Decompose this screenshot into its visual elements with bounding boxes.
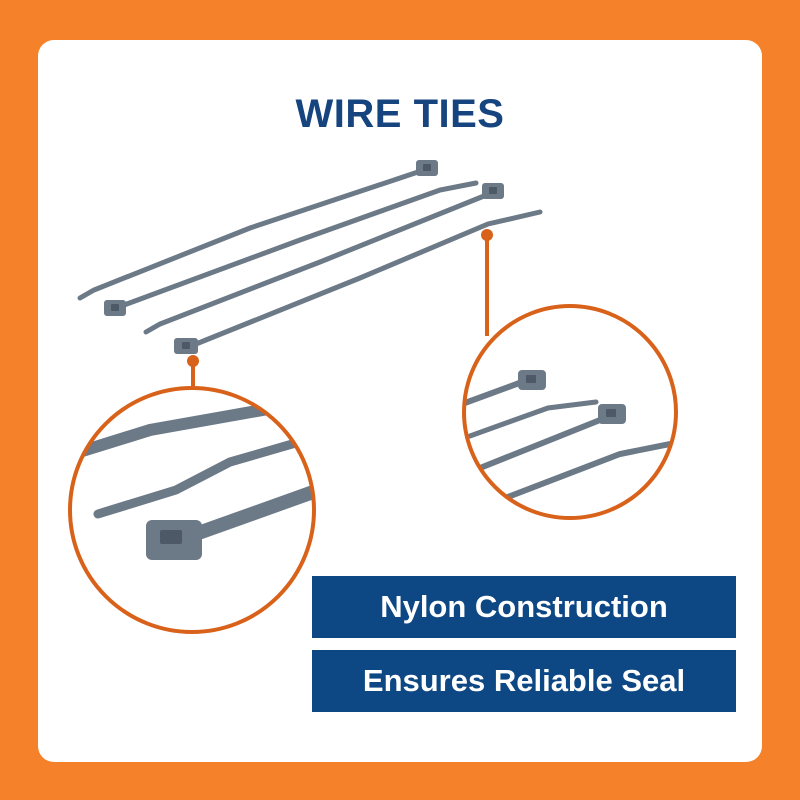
wire-tie bbox=[77, 169, 421, 301]
banner-nylon-construction: Nylon Construction bbox=[312, 576, 736, 638]
wire-tie bbox=[193, 209, 543, 347]
wire-tie bbox=[113, 180, 479, 311]
zoom-circle-right bbox=[462, 304, 678, 520]
callout-connectors bbox=[187, 229, 493, 390]
wire-ties-group bbox=[77, 160, 543, 354]
zoom-circle-left bbox=[68, 386, 316, 634]
wire-tie bbox=[143, 193, 487, 335]
banner-reliable-seal: Ensures Reliable Seal bbox=[312, 650, 736, 712]
page-title: WIRE TIES bbox=[295, 92, 505, 136]
